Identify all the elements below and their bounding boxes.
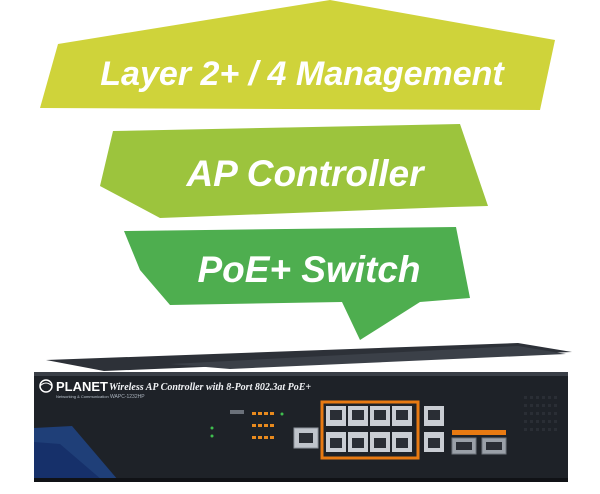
product-title: Wireless AP Controller with 8-Port 802.3… bbox=[109, 382, 312, 393]
led-status-panel bbox=[210, 410, 284, 439]
banner-text-layer2: Layer 2+ / 4 Management bbox=[100, 55, 504, 93]
model-number: WAPC-1232HP bbox=[110, 394, 145, 400]
sfp-slots bbox=[451, 430, 507, 455]
switch-front-panel bbox=[34, 372, 568, 480]
switch-top-shadow bbox=[170, 346, 566, 369]
brand-tagline: Networking & Communication bbox=[56, 394, 109, 399]
banner-text-ap-controller: AP Controller bbox=[186, 153, 424, 194]
brand-name: PLANET bbox=[56, 379, 108, 394]
vent-grille bbox=[524, 396, 557, 431]
banner-ribbon-ap-controller bbox=[100, 124, 488, 218]
poe-port-block bbox=[320, 400, 420, 460]
banner-ribbon-poe-switch bbox=[124, 227, 470, 340]
poe-ports bbox=[326, 406, 412, 452]
banner-ribbon-layer2 bbox=[40, 0, 555, 110]
uplink-ports bbox=[424, 406, 444, 452]
banner-text-poe-switch: PoE+ Switch bbox=[197, 249, 421, 290]
